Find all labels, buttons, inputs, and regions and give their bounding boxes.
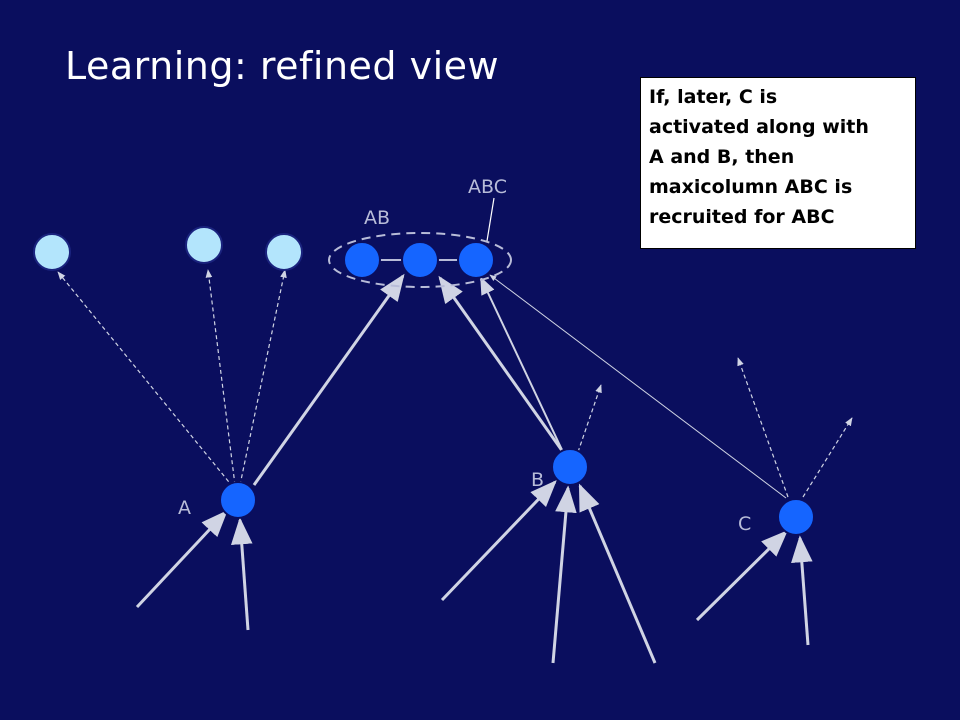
edge-b-to-ab	[438, 275, 565, 453]
inactive-cell-2	[185, 226, 223, 264]
input-edge-a-2	[230, 517, 253, 631]
input-edge-b-1	[440, 480, 557, 602]
dashed-edge-a-cell2	[205, 269, 236, 486]
cluster-node-ab2	[401, 241, 439, 279]
cluster-node-abc	[457, 241, 495, 279]
input-edge-b-2	[551, 485, 577, 664]
label-ab: AB	[364, 207, 391, 229]
input-edge-b-3	[578, 483, 657, 664]
edge-a-to-ab	[252, 273, 405, 486]
annotation-box: If, later, C is activated along with A a…	[640, 77, 916, 249]
edge-c-to-abc	[489, 274, 787, 499]
abc-pointer-line	[486, 197, 495, 242]
cluster-node-ab1	[343, 241, 381, 279]
label-a: A	[178, 497, 191, 519]
maxicolumn-ellipse	[328, 232, 512, 288]
dashed-edge-a-cell3	[239, 269, 287, 486]
edge-b-to-abc	[480, 276, 564, 453]
input-edge-c-2	[791, 535, 813, 646]
label-c: C	[738, 513, 752, 535]
node-a	[219, 481, 257, 519]
dashed-edge-c-out2	[802, 417, 853, 498]
label-b: B	[531, 469, 545, 491]
dashed-edge-c-out1	[737, 357, 789, 498]
input-edge-a-1	[135, 510, 228, 609]
inactive-cell-3	[265, 233, 303, 271]
dashed-edge-b-out	[577, 384, 602, 453]
label-abc: ABC	[468, 176, 507, 198]
slide-title: Learning: refined view	[65, 44, 500, 88]
input-edge-c-1	[695, 530, 788, 622]
node-b	[551, 448, 589, 486]
inactive-cell-1	[33, 233, 71, 271]
dashed-edge-a-cell1	[57, 271, 234, 488]
node-c	[777, 498, 815, 536]
